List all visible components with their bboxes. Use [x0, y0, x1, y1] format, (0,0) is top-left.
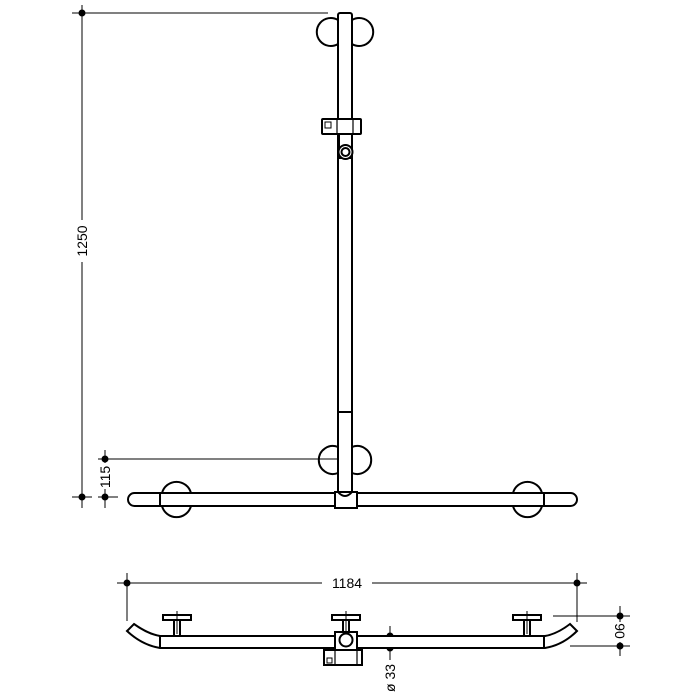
- t-connector: [334, 491, 358, 509]
- dimension-height-1250: 1250: [72, 5, 328, 508]
- dimension-projection-90: 90: [553, 606, 630, 656]
- center-wall-flange: [331, 611, 361, 635]
- top-wall-rosette: [315, 17, 375, 47]
- right-wall-rosette: [512, 480, 543, 519]
- front-view: 1250 115: [72, 5, 578, 519]
- dimension-label-90: 90: [612, 623, 628, 639]
- vertical-bar: [337, 12, 353, 494]
- top-view-connector: [323, 631, 363, 666]
- left-wall-flange: [162, 611, 192, 637]
- dimension-label-1184: 1184: [332, 575, 362, 591]
- top-view: 1184 90 ø 33: [117, 573, 630, 692]
- dimension-label-115: 115: [97, 466, 113, 489]
- dimension-label-diameter: ø 33: [382, 664, 398, 692]
- left-wall-rosette: [161, 480, 192, 519]
- dimension-width-1184: 1184: [117, 573, 587, 622]
- dimension-offset-115: 115: [97, 450, 338, 508]
- lower-wall-rosette: [317, 445, 373, 475]
- dimension-label-1250: 1250: [74, 225, 90, 256]
- shower-head-slider: [321, 118, 362, 160]
- right-wall-flange: [512, 611, 542, 637]
